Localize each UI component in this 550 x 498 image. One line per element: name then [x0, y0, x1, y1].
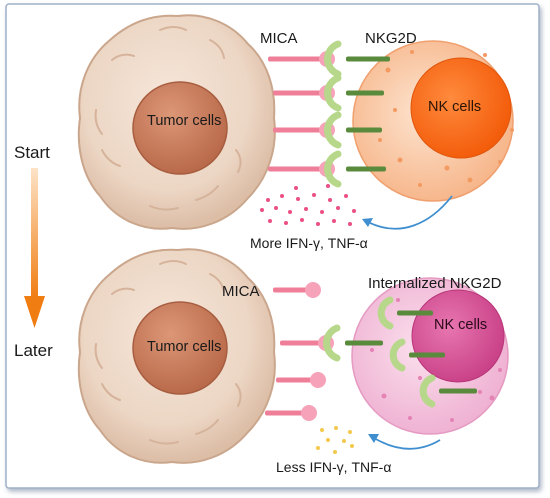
top-tumor-cell	[77, 14, 276, 230]
mica-nkg2d-pair	[280, 324, 383, 362]
top-tumor-nucleus	[132, 81, 228, 175]
bottom-cytokine-label: Less IFN-γ, TNF-α	[276, 459, 392, 475]
bottom-ligands	[265, 282, 383, 421]
top-secretion-arrow	[367, 195, 453, 230]
mica-nkg2d-pair	[273, 111, 382, 149]
top-mica-label: MICA	[260, 30, 298, 47]
bottom-tumor-nucleus	[132, 301, 228, 395]
phase-later-label: Later	[14, 341, 53, 360]
bottom-mica-label: MICA	[222, 283, 260, 300]
phase-start-label: Start	[14, 143, 50, 162]
top-nk-cell	[352, 40, 514, 202]
top-nk-nucleus	[410, 57, 512, 159]
mica-nkg2d-pair	[268, 150, 386, 188]
mica-nkg2d-pair	[273, 74, 384, 112]
bottom-nk-label: NK cells	[434, 317, 488, 333]
internalized-nkg2d-label: Internalized NKG2D	[368, 275, 502, 292]
unbound-mica	[276, 372, 326, 388]
unbound-mica	[265, 405, 317, 421]
unbound-mica	[273, 282, 321, 298]
top-nkg2d-label: NKG2D	[365, 30, 417, 47]
bottom-tumor-cell	[77, 248, 276, 464]
mica-nkg2d-pair	[268, 40, 390, 78]
top-cytokine-dots	[260, 184, 356, 226]
top-nk-label: NK cells	[428, 99, 482, 115]
top-ligand-receptor-pairs	[268, 40, 390, 188]
internalized-nkg2d	[377, 296, 477, 408]
bottom-cytokine-dots	[316, 426, 354, 454]
bottom-nk-nucleus	[411, 289, 505, 383]
top-cytokine-label: More IFN-γ, TNF-α	[250, 235, 368, 251]
time-arrow	[24, 168, 45, 328]
top-tumor-label: Tumor cells	[147, 113, 222, 129]
bottom-secretion-arrow	[373, 437, 441, 450]
bottom-tumor-label: Tumor cells	[147, 339, 222, 355]
